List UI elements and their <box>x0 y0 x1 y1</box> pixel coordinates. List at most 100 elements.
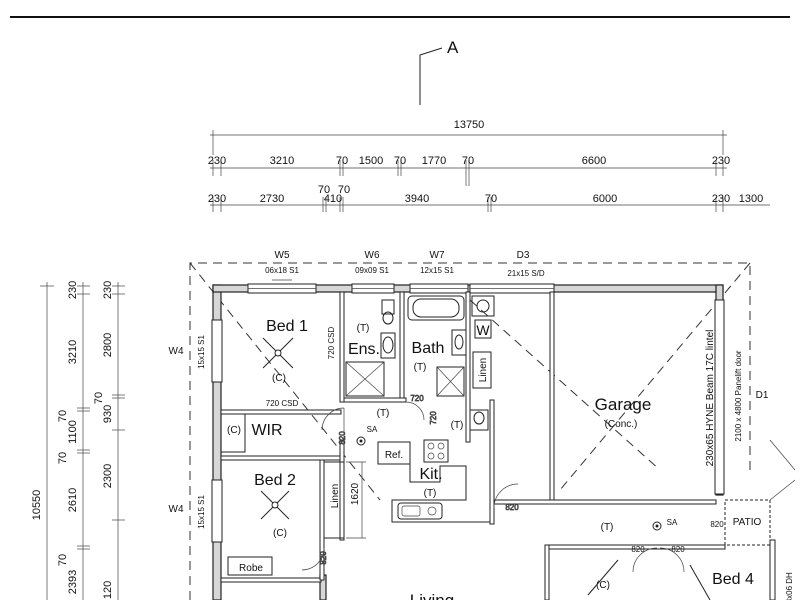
svg-text:70: 70 <box>318 184 330 196</box>
svg-text:720 CSD: 720 CSD <box>327 327 336 360</box>
svg-text:Bed 1: Bed 1 <box>266 318 308 335</box>
room-ensuite: (T) Ens. 720 CSD <box>327 299 396 397</box>
svg-text:W: W <box>476 322 490 338</box>
dim-overall-width: 13750 <box>454 119 485 131</box>
svg-text:3210: 3210 <box>270 155 294 167</box>
svg-text:230x65 HYNE Beam 17C lintel: 230x65 HYNE Beam 17C lintel <box>705 330 716 467</box>
svg-text:3210: 3210 <box>67 340 79 364</box>
svg-text:(Conc.): (Conc.) <box>605 419 638 430</box>
svg-text:(T): (T) <box>601 522 614 533</box>
dim-overall-depth: 10550 <box>31 490 43 521</box>
svg-text:(T): (T) <box>451 420 464 431</box>
sink-icon <box>397 502 443 520</box>
svg-text:230: 230 <box>712 155 730 167</box>
svg-text:21x15 S/D: 21x15 S/D <box>507 269 545 278</box>
svg-text:6000: 6000 <box>593 193 617 205</box>
svg-text:D3: D3 <box>517 250 530 261</box>
room-bed2: Bed 2 (C) Linen 1620 Robe <box>227 461 366 576</box>
svg-text:06x18 S1: 06x18 S1 <box>265 266 299 275</box>
svg-text:W4: W4 <box>169 346 184 357</box>
svg-text:820: 820 <box>710 520 724 529</box>
window-w5: W5 06x18 S1 <box>247 250 317 294</box>
svg-text:Linen: Linen <box>330 484 341 508</box>
svg-text:1500: 1500 <box>359 155 383 167</box>
svg-text:(T): (T) <box>414 362 427 373</box>
left-dimensions: 10550 230 3210 70 1100 70 2610 70 2393 2… <box>31 281 125 600</box>
washer-box <box>474 319 492 339</box>
svg-text:2610: 2610 <box>67 488 79 512</box>
svg-text:Bed 4: Bed 4 <box>712 571 754 588</box>
svg-text:Living: Living <box>410 591 454 600</box>
svg-text:WIR: WIR <box>251 422 282 439</box>
svg-text:Garage: Garage <box>595 395 652 414</box>
svg-text:W6: W6 <box>365 250 380 261</box>
svg-text:Linen: Linen <box>478 358 489 382</box>
svg-text:12x15 S1: 12x15 S1 <box>420 266 454 275</box>
room-bed-lower: (C) <box>587 559 619 596</box>
svg-text:18x06 DH: 18x06 DH <box>785 572 794 600</box>
svg-text:1770: 1770 <box>422 155 446 167</box>
svg-text:Kit.: Kit. <box>419 466 442 483</box>
window-w6: W6 09x09 S1 <box>351 250 395 294</box>
svg-text:09x09 S1: 09x09 S1 <box>355 266 389 275</box>
hall-marks: (T) SA (T) <box>356 408 489 446</box>
svg-text:70: 70 <box>93 392 105 404</box>
section-marker: A <box>419 38 459 105</box>
svg-text:Bed 2: Bed 2 <box>254 472 296 489</box>
cooktop-icon <box>427 442 445 460</box>
svg-text:230: 230 <box>208 155 226 167</box>
svg-text:6600: 6600 <box>582 155 606 167</box>
section-marker-label: A <box>447 38 459 57</box>
svg-text:15x15 S1: 15x15 S1 <box>197 335 206 369</box>
svg-text:15x15 S1: 15x15 S1 <box>197 495 206 529</box>
smoke-alarm-icon <box>652 521 662 531</box>
window-w7: W7 12x15 S1 <box>409 250 469 294</box>
door-d3: D3 21x15 S/D <box>469 250 555 294</box>
svg-text:D1: D1 <box>756 390 769 401</box>
svg-text:70: 70 <box>338 184 350 196</box>
svg-text:70: 70 <box>57 452 69 464</box>
ceiling-fan-icon <box>260 490 290 520</box>
svg-text:2393: 2393 <box>67 570 79 594</box>
svg-text:70: 70 <box>485 193 497 205</box>
svg-text:720: 720 <box>410 394 424 403</box>
svg-text:230: 230 <box>102 281 114 299</box>
room-garage: Garage (Conc.) 230x65 HYNE Beam 17C lint… <box>595 299 769 495</box>
svg-text:Robe: Robe <box>239 563 263 574</box>
ceiling-fan-icon <box>262 337 294 369</box>
svg-text:820: 820 <box>338 431 347 445</box>
svg-text:2300: 2300 <box>102 464 114 488</box>
svg-text:70: 70 <box>57 410 69 422</box>
svg-text:120: 120 <box>102 581 114 599</box>
svg-text:70: 70 <box>57 554 69 566</box>
top-dimensions: 13750 230 3210 70 1500 70 1770 70 6600 2… <box>208 119 770 212</box>
svg-text:(C): (C) <box>227 425 241 436</box>
svg-text:720 CSD: 720 CSD <box>266 399 299 408</box>
svg-text:930: 930 <box>102 405 114 423</box>
svg-text:820: 820 <box>505 503 519 512</box>
svg-text:720: 720 <box>429 411 438 425</box>
svg-text:820: 820 <box>631 545 645 554</box>
svg-text:1300: 1300 <box>739 193 763 205</box>
svg-text:70: 70 <box>394 155 406 167</box>
svg-text:W4: W4 <box>169 504 184 515</box>
window-w4-bed1: W4 15x15 S1 <box>169 319 223 383</box>
room-bath: Bath (T) W Linen <box>407 295 495 397</box>
room-kitchen: Ref. Kit. (T) <box>377 439 490 523</box>
svg-text:230: 230 <box>208 193 226 205</box>
svg-text:(C): (C) <box>596 580 610 591</box>
room-patio: PATIO 820 <box>710 439 796 546</box>
svg-text:1620: 1620 <box>350 482 361 505</box>
svg-text:Bath: Bath <box>412 340 445 357</box>
lower-hall-marks: (T) SA 820 820 <box>601 518 685 573</box>
room-bed4: Bed 4 18x06 DH <box>689 564 794 600</box>
svg-text:Ref.: Ref. <box>385 450 403 461</box>
room-living: Living <box>410 591 454 600</box>
svg-text:2730: 2730 <box>260 193 284 205</box>
svg-text:(T): (T) <box>357 323 370 334</box>
room-bed1: Bed 1 (C) 720 CSD <box>262 318 308 408</box>
door-swings: 820 720 720 820 820 <box>301 394 520 571</box>
svg-text:(C): (C) <box>273 528 287 539</box>
svg-text:1100: 1100 <box>67 420 79 444</box>
